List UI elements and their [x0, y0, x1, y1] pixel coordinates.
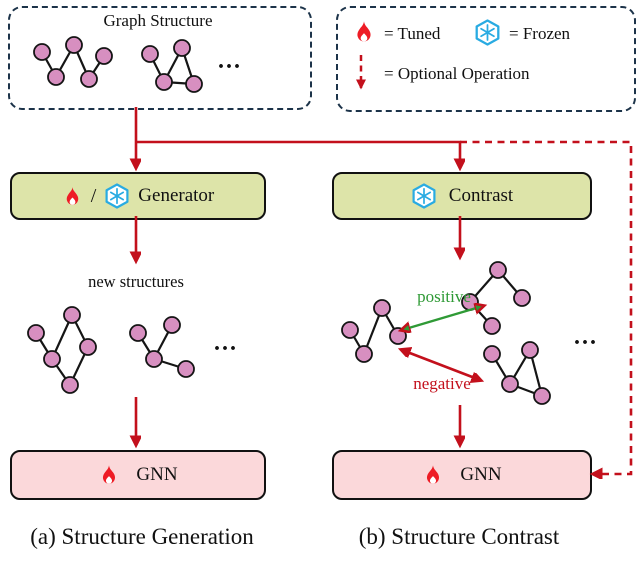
graph-illustration-anchor: [341, 299, 407, 363]
flame-icon: [422, 464, 444, 486]
snowflake-icon: [474, 19, 501, 51]
graph-illustration-structure-1: [33, 36, 113, 88]
generator-box: / Generator: [10, 172, 266, 220]
caption-a: (a) Structure Generation: [30, 524, 254, 549]
contrast-box: Contrast: [332, 172, 592, 220]
new-structures-label: new structures: [88, 272, 184, 291]
negative-label: negative: [413, 374, 471, 393]
graph-illustration-generated-2: [129, 316, 195, 378]
optional-label: = Optional Operation: [384, 64, 530, 83]
structure-ellipsis: ...: [218, 48, 242, 74]
caption-b: (b) Structure Contrast: [358, 524, 560, 549]
generated-ellipsis: ...: [214, 330, 238, 356]
gnn-box-right: GNN: [332, 450, 592, 500]
flame-icon: [98, 464, 120, 486]
slash-separator: /: [90, 184, 97, 207]
gnn-box-left: GNN: [10, 450, 266, 500]
graph-illustration-negative: [483, 341, 551, 405]
snowflake-icon: [411, 183, 437, 209]
legend-box: [336, 6, 636, 112]
optional-arrow-icon: [356, 55, 366, 90]
flame-icon: [352, 20, 376, 49]
frozen-label: = Frozen: [509, 24, 571, 43]
gnn-label-right: GNN: [460, 464, 502, 485]
graph-illustration-structure-2: [141, 39, 203, 93]
graph-structure-box: [8, 6, 312, 110]
arrow-structure-to-contrast: [135, 140, 460, 167]
snowflake-icon: [104, 183, 130, 209]
gnn-label-left: GNN: [136, 464, 178, 485]
tuned-label: = Tuned: [384, 24, 441, 43]
positive-label: positive: [417, 287, 471, 306]
graph-illustration-generated-1: [27, 306, 97, 394]
generator-label: Generator: [138, 185, 215, 206]
contrast-label: Contrast: [448, 185, 514, 206]
graph-structure-title: Graph Structure: [103, 11, 213, 30]
contrast-ellipsis: ...: [574, 324, 598, 350]
flame-icon: [62, 186, 83, 207]
